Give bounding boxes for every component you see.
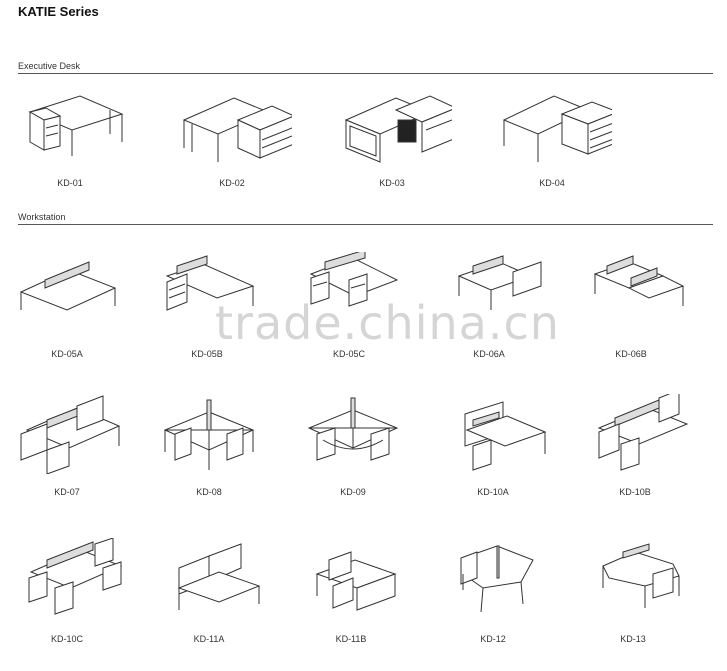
- product-card-kd-06a[interactable]: KD-06A: [424, 252, 554, 359]
- product-code: KD-09: [340, 487, 366, 497]
- desk-illustration: [28, 95, 124, 156]
- product-code: KD-08: [196, 487, 222, 497]
- product-code: KD-02: [219, 178, 245, 188]
- product-code: KD-11A: [193, 634, 225, 644]
- product-card-kd-05b[interactable]: KD-05B: [142, 252, 272, 359]
- desk-illustration: [344, 95, 452, 163]
- product-code: KD-06B: [615, 349, 647, 359]
- product-card-kd-10b[interactable]: KD-10B: [570, 394, 700, 497]
- workstation-illustration: [20, 395, 121, 474]
- workstation-illustration: [315, 551, 397, 611]
- section-title-workstation: Workstation: [18, 212, 66, 222]
- product-code: KD-05B: [191, 349, 223, 359]
- workstation-illustration: [464, 401, 547, 471]
- product-card-kd-03[interactable]: KD-03: [327, 90, 457, 188]
- desk-illustration: [182, 97, 292, 162]
- product-card-kd-04[interactable]: KD-04: [487, 90, 617, 188]
- product-code: KD-07: [54, 487, 80, 497]
- product-card-kd-13[interactable]: KD-13: [568, 538, 698, 644]
- section-divider: [18, 73, 713, 74]
- product-card-kd-05c[interactable]: KD-05C: [284, 252, 414, 359]
- workstation-illustration: [307, 397, 399, 461]
- product-card-kd-02[interactable]: KD-02: [167, 90, 297, 188]
- product-card-kd-11a[interactable]: KD-11A: [144, 538, 274, 644]
- product-card-kd-01[interactable]: KD-01: [5, 90, 135, 188]
- product-card-kd-10a[interactable]: KD-10A: [428, 394, 558, 497]
- workstation-illustration: [19, 261, 117, 311]
- product-code: KD-11B: [335, 634, 367, 644]
- workstation-illustration: [165, 255, 255, 311]
- product-code: KD-10A: [477, 487, 509, 497]
- product-card-kd-07[interactable]: KD-07: [2, 394, 132, 497]
- product-code: KD-10C: [50, 634, 83, 644]
- product-code: KD-03: [379, 178, 405, 188]
- product-code: KD-05A: [51, 349, 83, 359]
- section-title-executive-desk: Executive Desk: [18, 61, 81, 71]
- product-card-kd-12[interactable]: KD-12: [428, 538, 558, 644]
- workstation-illustration: [602, 543, 680, 608]
- product-card-kd-05a[interactable]: KD-05A: [2, 252, 132, 359]
- workstation-illustration: [460, 545, 534, 613]
- workstation-illustration: [593, 255, 685, 306]
- watermark: trade.china.cn: [215, 296, 560, 350]
- product-code: KD-04: [539, 178, 565, 188]
- desk-illustration: [502, 95, 612, 162]
- workstation-illustration: [28, 538, 123, 615]
- product-card-kd-06b[interactable]: KD-06B: [566, 252, 696, 359]
- product-code: KD-12: [480, 634, 506, 644]
- page-title: KATIE Series: [18, 4, 99, 19]
- workstation-illustration: [457, 255, 542, 310]
- product-code: KD-13: [620, 634, 646, 644]
- product-card-kd-11b[interactable]: KD-11B: [286, 538, 416, 644]
- workstation-illustration: [177, 543, 261, 610]
- product-card-kd-09[interactable]: KD-09: [288, 394, 418, 497]
- product-code: KD-10B: [619, 487, 651, 497]
- workstation-illustration: [309, 252, 399, 307]
- product-code: KD-01: [57, 178, 83, 188]
- workstation-illustration: [163, 399, 255, 470]
- product-code: KD-05C: [332, 349, 365, 359]
- workstation-illustration: [597, 394, 689, 471]
- section-divider: [18, 224, 713, 225]
- product-card-kd-10c[interactable]: KD-10C: [2, 538, 132, 644]
- product-card-kd-08[interactable]: KD-08: [144, 394, 274, 497]
- product-code: KD-06A: [473, 349, 505, 359]
